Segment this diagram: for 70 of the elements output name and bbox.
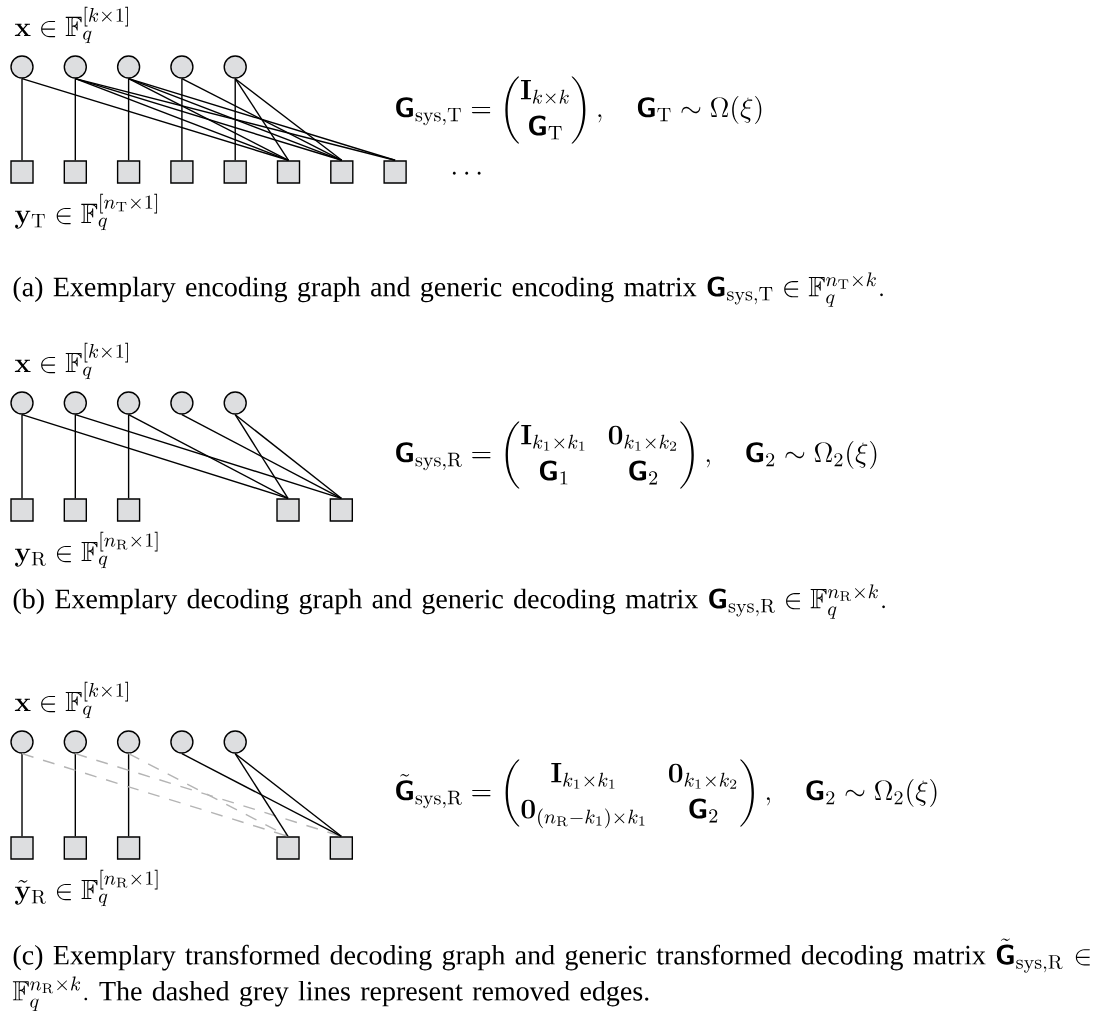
vector-label: $\mathbf{y}_{\mathrm{R}} \in \mathbb{F}_q^{[n_{\mathrm{R}}\times 1]}$ (15, 531, 158, 569)
square-node (383, 160, 407, 184)
edge-line (21, 414, 23, 499)
square-node (10, 836, 34, 860)
matrix-equation: $\boldsymbol{\mathsf{G}}_{\mathrm{sys,R}} = \begin{pmatrix}\mathbf{I}_{k_1\times k_1} & \mathbf{0}_{k_1\times k_2}\\ \boldsymbol{\mathsf{G}}_1 & \boldsymbol{\mathsf{G}}_2\end{pmatrix}, \quad \boldsymbol{\mathsf{G}}_2 \sim \Omega_2(\xi)$ (396, 421, 877, 489)
circle-node (10, 55, 34, 79)
matrix-equation: $\tilde{\boldsymbol{\mathsf{G}}}_{\mathrm{sys,R}} = \begin{pmatrix}\mathbf{I}_{k_1\times k_1} & \mathbf{0}_{k_1\times k_2}\\ \mathbf{0}_{(n_{\mathrm{R}}-k_1)\times k_1} & \boldsymbol{\mathsf{G}}_2\end{pmatrix}, \quad \boldsymbol{\mathsf{G}}_2 \sim \Omega_2(\xi)$ (396, 759, 937, 829)
square-node (63, 836, 87, 860)
square-node (330, 160, 354, 184)
square-node (329, 498, 353, 522)
matrix-equation: $\boldsymbol{\mathsf{G}}_{\mathrm{sys,T}} = \begin{pmatrix}\mathbf{I}_{k\times k}\\ \boldsymbol{\mathsf{G}}_{\mathrm{T}}\end{pmatrix}, \quad \boldsymbol{\mathsf{G}}_{\mathrm{T}} \sim \Omega(\xi)$ (396, 76, 762, 144)
edge-line (127, 414, 289, 499)
circle-node (10, 730, 34, 754)
edge-line (181, 414, 342, 499)
caption: (a) Exemplary encoding graph and generic encoding matrix $\boldsymbol{\mathsf{G}}_{\mathrm{sys,T}} \in \mathbb{F}_q^{n_{\mathrm{T}}\times k}.$ (13, 272, 883, 307)
circle-node (10, 391, 34, 415)
edge-line (234, 753, 289, 837)
edge-line (234, 414, 289, 499)
edge-line (74, 78, 76, 161)
circle-node (170, 55, 194, 79)
square-node (329, 836, 353, 860)
square-node (116, 836, 141, 860)
vector-label: $\mathbf{x} \in \mathbb{F}_q^{[k\times 1]}$ (14, 681, 128, 719)
edge-line (127, 78, 130, 161)
ellipsis: $\cdots$ (452, 171, 481, 175)
edge-line (74, 414, 76, 499)
edge-line (127, 753, 289, 837)
vector-label: $\tilde{\mathbf{y}}_{\mathrm{R}} \in \mathbb{F}_q^{[n_{\mathrm{R}}\times 1]}$ (15, 869, 158, 907)
caption: (b) Exemplary decoding graph and generic decoding matrix $\boldsymbol{\mathsf{G}}_{\mathrm{sys,R}} \in \mathbb{F}_q^{n_{\mathrm{R}}\times k}.$ (13, 584, 885, 619)
circle-node (170, 391, 194, 415)
edge-line (181, 753, 342, 837)
edge-line (21, 414, 289, 499)
edge-line (127, 414, 130, 499)
edge-line (127, 78, 396, 161)
circle-node (223, 55, 247, 79)
square-node (116, 160, 141, 184)
circle-node (63, 391, 87, 415)
circle-node (116, 730, 141, 754)
square-node (116, 498, 141, 522)
circle-node (63, 55, 87, 79)
edge-line (234, 78, 343, 161)
square-node (170, 160, 194, 184)
vector-label: $\mathbf{y}_{\mathrm{T}} \in \mathbb{F}_q^{[n_{\mathrm{T}}\times 1]}$ (15, 193, 158, 231)
vector-label: $\mathbf{x} \in \mathbb{F}_q^{[k\times 1]}$ (14, 6, 128, 44)
caption: (c) Exemplary transformed decoding graph and generic transformed decoding matrix $\tilde{\boldsymbol{\mathsf{G}}}_{\mathrm{sys,R}} \in \mathbb{F}_q^{n_{\mathrm{R}}\times k}.$ The dashed grey lines represent removed edges. (12, 938, 1090, 1012)
square-node (10, 498, 34, 522)
edge-line (181, 78, 343, 161)
edge-line (127, 753, 130, 837)
edge-line (234, 78, 290, 161)
edge-line (234, 414, 342, 499)
vector-label: $\mathbf{x} \in \mathbb{F}_q^{[k\times 1]}$ (14, 342, 128, 380)
circle-node (170, 730, 194, 754)
square-node (276, 836, 300, 860)
square-node (276, 160, 301, 184)
circle-node (223, 391, 247, 415)
circle-node (116, 55, 141, 79)
edge-line (21, 753, 23, 837)
edge-line (74, 753, 76, 837)
edge-line (234, 753, 342, 837)
square-node (223, 160, 247, 184)
edge-line (234, 78, 236, 161)
edge-line (181, 78, 183, 161)
circle-node (116, 391, 141, 415)
square-node (63, 160, 87, 184)
edge-line (21, 78, 23, 161)
circle-node (63, 730, 87, 754)
square-node (276, 498, 300, 522)
square-node (10, 160, 34, 184)
circle-node (223, 730, 247, 754)
square-node (63, 498, 87, 522)
